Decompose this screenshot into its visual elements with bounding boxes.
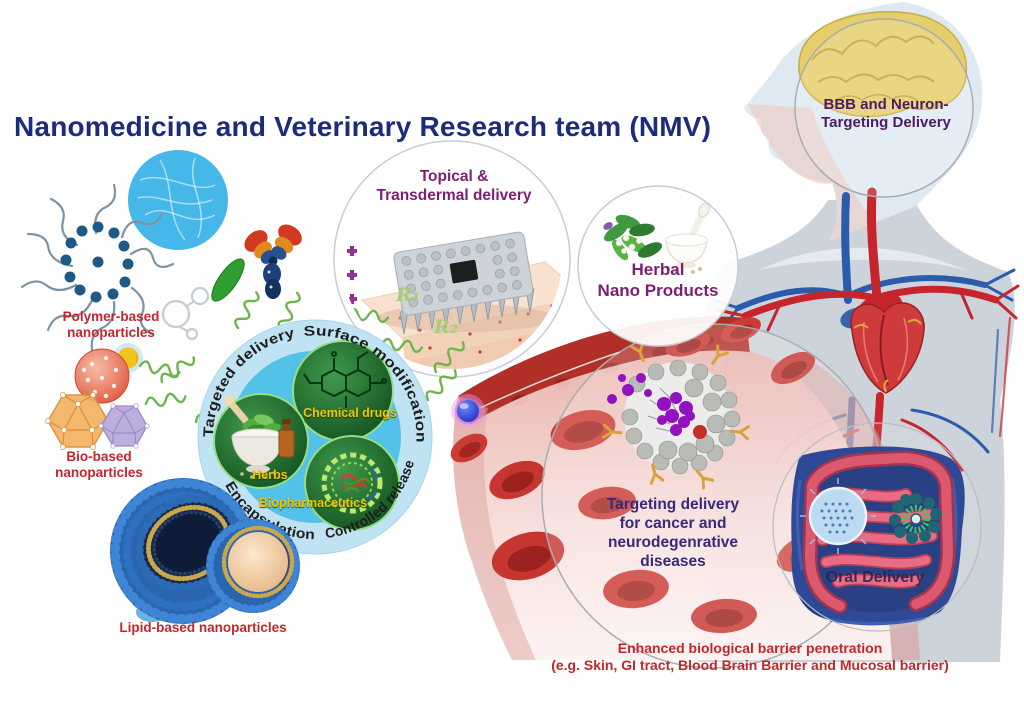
dendrimer-icon [74,348,130,404]
r1-annotation: R₁ [396,284,421,306]
r2-annotation: R₂ [434,316,459,338]
nanogel-circle [128,150,228,250]
cancer-delivery-label: Targeting delivery for cancer and neurod… [606,496,740,570]
nanoparticle-cluster-illustration [602,340,750,490]
herbs-circle [213,393,309,489]
topical-circle [333,140,571,378]
molecule-icon [161,286,210,341]
herbal-products-illustration [603,202,710,274]
bbb-delivery-label: BBB and Neuron- Targeting Delivery [821,96,951,132]
blue-nanosphere-icon [451,394,485,428]
biopharmaceutics-label: Biopharmaceutics [258,496,368,510]
intestine-illustration [791,446,965,626]
polymer-nanoparticles-label: Polymer-based nanoparticles [62,309,160,341]
herbal-circle [577,185,739,347]
heart-illustration [840,292,925,394]
microneedle-patch-illustration [377,231,553,335]
leaf-icon [211,258,245,302]
tether-line [479,351,621,409]
oral-nanoparticle-green [889,493,942,544]
oral-nanoparticle-blue [800,478,876,554]
page-title: Nanomedicine and Veterinary Research tea… [14,111,712,142]
barrier-penetration-footer: Enhanced biological barrier penetration … [551,640,949,674]
platform-diagram: Targeted delivery Surface modification E… [197,319,433,555]
charge-bar [347,246,357,304]
chemical-drugs-label: Chemical drugs [303,406,397,420]
bbb-circle [794,18,974,198]
oral-circle [772,422,982,632]
chest-highlight [760,247,970,272]
herbs-label: Herbs [252,468,288,482]
topical-delivery-label: Topical & Transdermal delivery [376,168,532,204]
liposome-small-illustration [206,519,300,613]
lipid-nanoparticles-label: Lipid-based nanoparticles [119,620,287,635]
bio-nanoparticle-purple-icon [98,403,150,449]
antibody-icon [244,224,302,299]
biopharmaceutics-circle [304,435,400,531]
bio-nanoparticles-label: Bio-based nanoparticles [55,449,143,481]
micelle-illustration [20,183,175,352]
herbal-nano-products-label: Herbal Nano Products [597,260,719,300]
oral-delivery-label: Oral Delivery [825,569,925,586]
chemical-drugs-circle [292,340,394,442]
brain-illustration [798,11,968,118]
